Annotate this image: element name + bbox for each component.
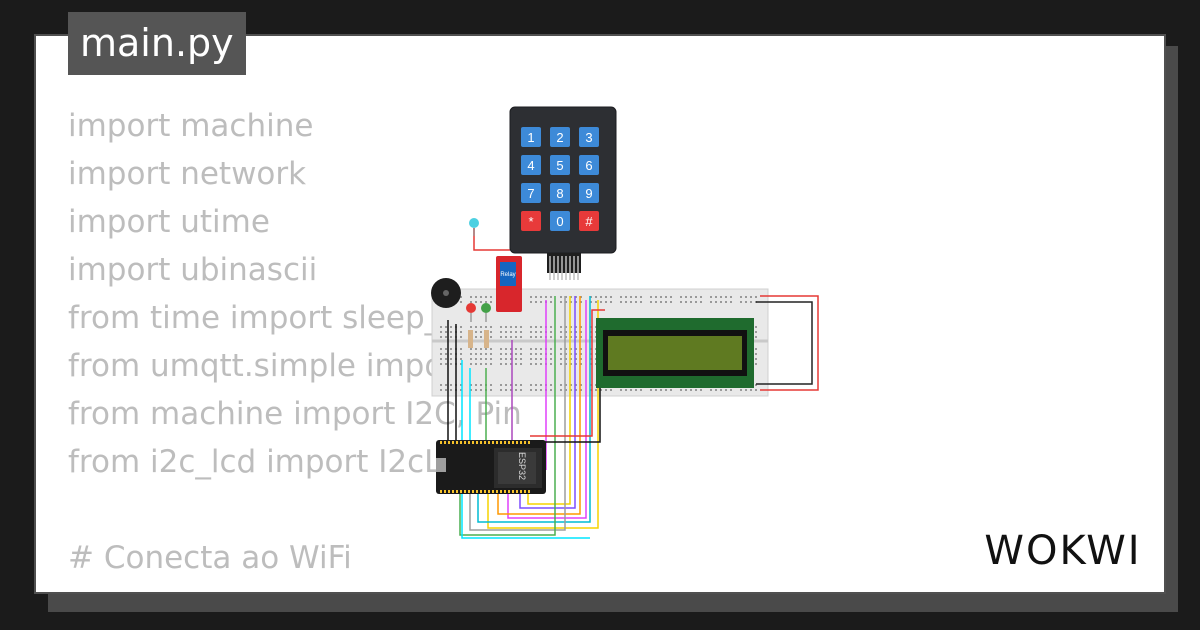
keypad-key: 9 xyxy=(579,183,599,203)
code-line: import network xyxy=(68,156,307,192)
esp32-board: ESP32 xyxy=(436,440,546,494)
code-line: # Conecta ao WiFi xyxy=(68,540,352,576)
wokwi-logo: WOKWI xyxy=(984,528,1141,574)
buzzer xyxy=(431,278,461,308)
svg-text:*: * xyxy=(528,214,533,229)
svg-text:3: 3 xyxy=(585,130,592,145)
resistors xyxy=(468,330,489,348)
led-cyan-icon xyxy=(469,218,479,236)
keypad: 1 2 3 4 5 6 7 8 9 * 0 # xyxy=(509,106,617,280)
svg-text:4: 4 xyxy=(527,158,534,173)
svg-text:2: 2 xyxy=(556,130,563,145)
svg-text:0: 0 xyxy=(556,214,563,229)
keypad-key: 7 xyxy=(521,183,541,203)
svg-text:1: 1 xyxy=(527,130,534,145)
relay-label: Relay xyxy=(500,272,515,278)
svg-text:#: # xyxy=(585,214,593,229)
code-preview: import machine import network import uti… xyxy=(68,102,702,592)
led-green-icon xyxy=(481,303,491,322)
brand-name: WOKWI xyxy=(984,528,1141,574)
svg-text:6: 6 xyxy=(585,158,592,173)
lcd-display xyxy=(596,318,754,388)
esp32-label: ESP32 xyxy=(517,452,527,480)
svg-text:8: 8 xyxy=(556,186,563,201)
svg-text:7: 7 xyxy=(527,186,534,201)
svg-text:9: 9 xyxy=(585,186,592,201)
keypad-key: 1 xyxy=(521,127,541,147)
keypad-key: 6 xyxy=(579,155,599,175)
keypad-key: 4 xyxy=(521,155,541,175)
keypad-key: 8 xyxy=(550,183,570,203)
file-tab[interactable]: main.py xyxy=(68,12,246,75)
code-line: from umqtt.simple impo xyxy=(68,348,444,384)
keypad-key: 3 xyxy=(579,127,599,147)
keypad-key: 2 xyxy=(550,127,570,147)
relay-module: Relay xyxy=(496,256,522,312)
keypad-key: # xyxy=(579,211,599,231)
led-red-icon xyxy=(466,303,476,322)
code-line: import machine xyxy=(68,108,314,144)
code-line: import utime xyxy=(68,204,270,240)
code-line: ssid = "Seu nome da rede WiFi" senha "" xyxy=(68,582,702,592)
keypad-key: 0 xyxy=(550,211,570,231)
keypad-key: * xyxy=(521,211,541,231)
code-line: import ubinascii xyxy=(68,252,318,288)
keypad-key: 5 xyxy=(550,155,570,175)
svg-text:5: 5 xyxy=(556,158,563,173)
code-line: from time import sleep_ xyxy=(68,300,441,336)
